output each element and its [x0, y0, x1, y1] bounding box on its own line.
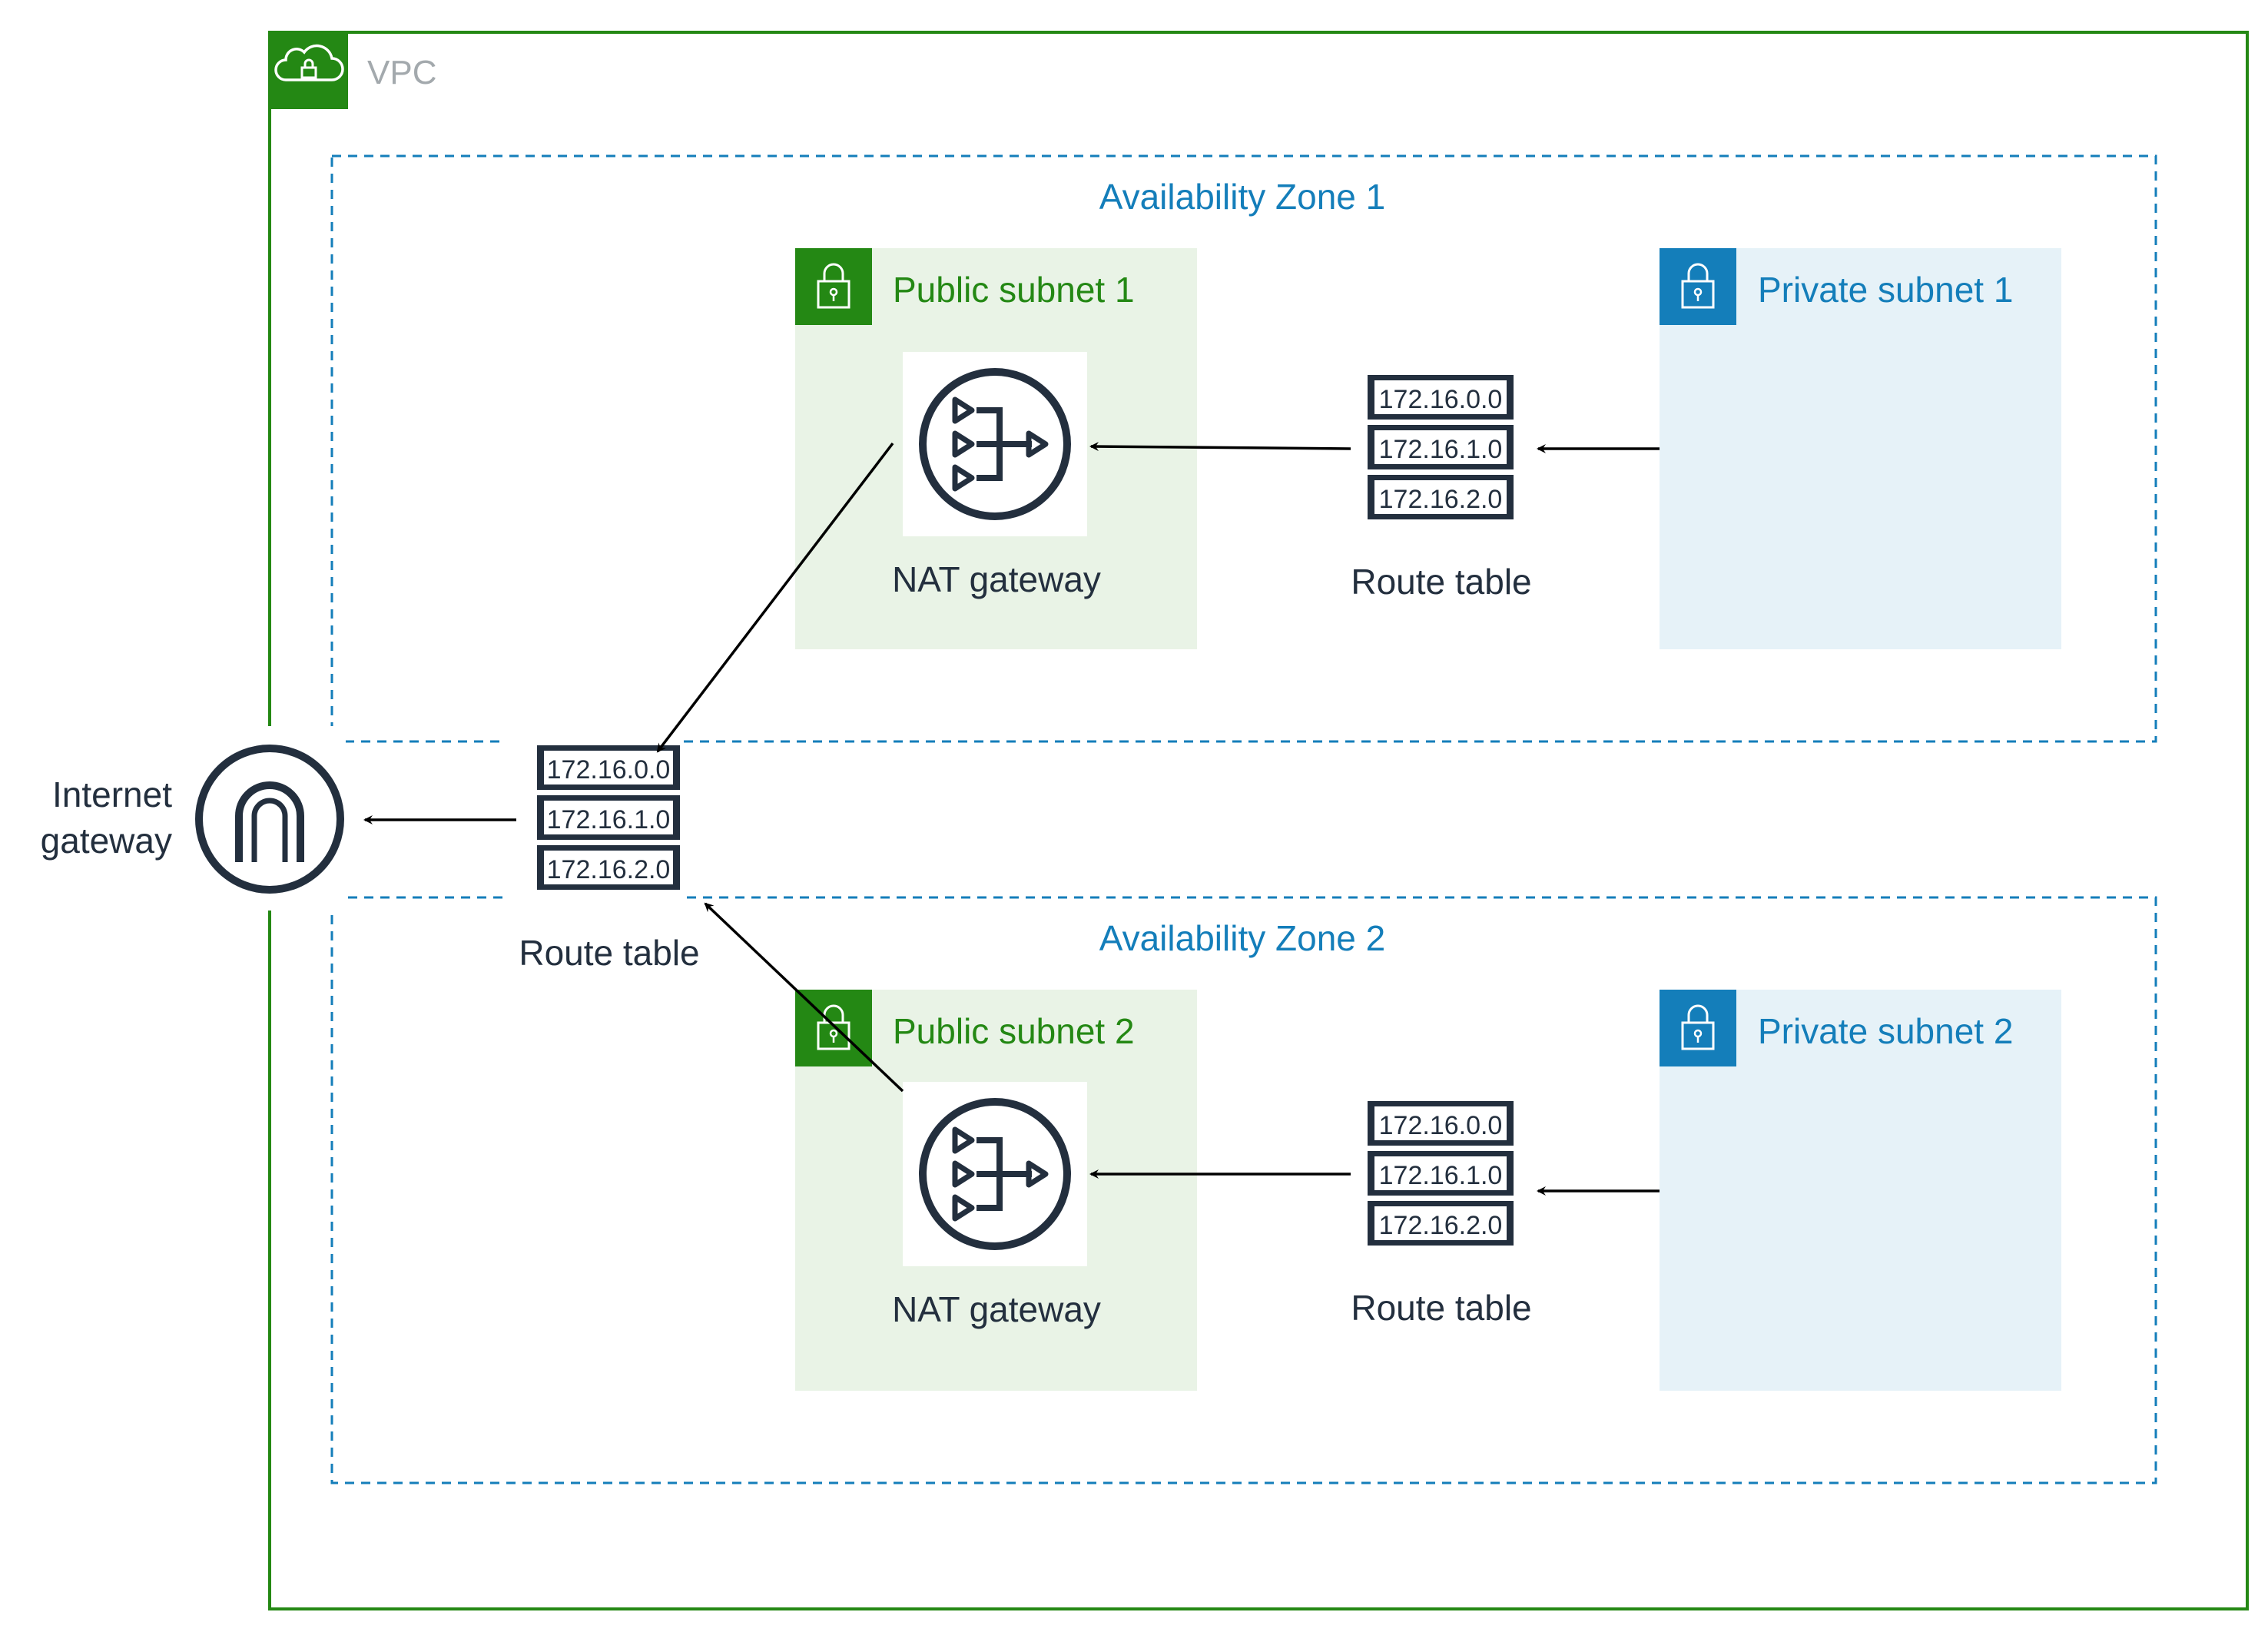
route-table-icon: [537, 745, 680, 890]
zone-2-label: Availability Zone 2: [1099, 918, 1385, 958]
cloud-lock-icon: [274, 44, 344, 81]
arrow-nat1-to-center-routetable: [656, 442, 894, 753]
route-entry: 172.16.2.0: [547, 855, 671, 884]
nat-gateway-2-label: NAT gateway: [892, 1289, 1101, 1329]
availability-zone-2: Availability Zone 2: [330, 896, 2157, 1484]
route-table-zone-2: 172.16.0.0 172.16.1.0 172.16.2.0 Route t…: [1351, 1101, 1532, 1328]
route-table-center: 172.16.0.0 172.16.1.0 172.16.2.0 Route t…: [506, 734, 700, 973]
route-entry: 172.16.1.0: [1379, 435, 1503, 464]
route-table-icon: [1368, 375, 1514, 519]
internet-gateway: Internet gateway: [41, 726, 346, 911]
route-entry: 172.16.1.0: [547, 805, 671, 834]
padlock-icon: [817, 263, 850, 309]
nat-gateway-icon: [919, 368, 1071, 520]
availability-zone-1: Availability Zone 1: [330, 154, 2157, 743]
connectors: [363, 442, 1660, 1196]
arrow-routetable1-to-nat1: [1089, 442, 1351, 452]
route-entry: 172.16.1.0: [1379, 1161, 1503, 1190]
public-subnet-1: Public subnet 1 NAT gateway: [795, 248, 1197, 649]
padlock-icon: [817, 1004, 850, 1050]
nat-gateway-icon: [919, 1098, 1071, 1250]
internet-gateway-label-line1: Internet: [52, 775, 172, 814]
internet-gateway-label-line2: gateway: [41, 821, 172, 861]
route-entry: 172.16.0.0: [1379, 1111, 1503, 1140]
route-entry: 172.16.0.0: [1379, 385, 1503, 414]
public-subnet-2: Public subnet 2 NAT gateway: [795, 990, 1197, 1391]
route-table-zone-2-label: Route table: [1351, 1288, 1531, 1328]
private-subnet-1: Private subnet 1: [1660, 248, 2061, 649]
vpc-label: VPC: [367, 54, 436, 91]
private-subnet-2-label: Private subnet 2: [1758, 1011, 2013, 1051]
route-entry: 172.16.2.0: [1379, 485, 1503, 514]
route-table-zone-1-label: Route table: [1351, 562, 1531, 602]
route-table-icon: [1368, 1101, 1514, 1246]
nat-gateway-1-label: NAT gateway: [892, 559, 1101, 599]
public-subnet-1-label: Public subnet 1: [893, 270, 1135, 310]
private-subnet-2: Private subnet 2: [1660, 990, 2061, 1391]
zone-1-label: Availability Zone 1: [1099, 177, 1385, 217]
public-subnet-2-label: Public subnet 2: [893, 1011, 1135, 1051]
route-entry: 172.16.0.0: [547, 755, 671, 784]
internet-gateway-icon: [195, 745, 344, 894]
route-table-center-label: Route table: [519, 933, 699, 973]
arrow-nat2-to-center-routetable: [704, 902, 904, 1093]
padlock-icon: [1681, 263, 1715, 309]
route-entry: 172.16.2.0: [1379, 1211, 1503, 1240]
padlock-icon: [1681, 1004, 1715, 1050]
route-table-zone-1: 172.16.0.0 172.16.1.0 172.16.2.0 Route t…: [1351, 375, 1532, 602]
private-subnet-1-label: Private subnet 1: [1758, 270, 2013, 310]
